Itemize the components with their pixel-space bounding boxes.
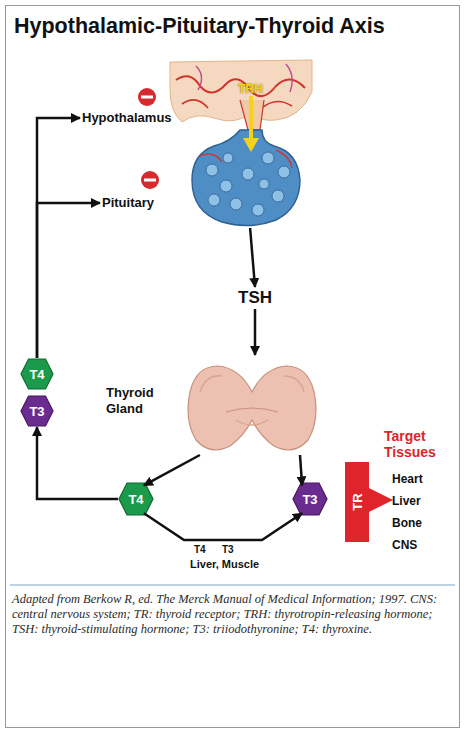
hormone-hexagon: T3: [292, 482, 328, 516]
inhibition-symbol: [138, 88, 156, 106]
node-text: TR: [350, 493, 365, 510]
connector-arrow: [37, 427, 118, 499]
structure-label: Hypothalamus: [80, 55, 315, 132]
pituitary-illustration: [192, 130, 300, 226]
caption-text: Adapted from Berkow R, ed. The Merck Man…: [12, 592, 454, 637]
hypothalamus-illustration: [170, 60, 312, 130]
diagram-title: Hypothalamic-Pituitary-Thyroid Axis: [14, 14, 454, 39]
target-heading: Target Tissues: [384, 428, 460, 460]
conversion-label: T3: [222, 544, 234, 555]
node-text: T3: [20, 395, 54, 427]
connector-arrow: [250, 228, 255, 287]
node-text: TSH: [232, 287, 278, 309]
structure-label: Pituitary: [100, 138, 305, 228]
connector-arrow: [37, 203, 100, 358]
connector-arrow: [144, 513, 302, 540]
hexagon-outline: [119, 483, 153, 515]
node-text: T4: [20, 358, 54, 390]
node-text: Thyroid Gland: [106, 385, 170, 417]
tissue-label: Liver: [392, 494, 421, 508]
edge-label: Liver, Muscle: [190, 558, 259, 570]
node-text: T4: [118, 482, 154, 516]
gland-label: Thyroid Gland: [100, 355, 325, 455]
hormone-hexagon: T4: [20, 358, 54, 390]
connector-arrow: [144, 455, 200, 485]
connector-arrow: [254, 309, 257, 355]
connector-arrow: [300, 455, 302, 485]
connector-arrow: [37, 118, 80, 358]
node-text: Hypothalamus: [82, 110, 172, 125]
receptor-bar: TR: [345, 462, 369, 542]
tissue-label: Bone: [392, 516, 422, 530]
hexagon-outline: [21, 396, 53, 426]
hormone-hexagon: T3: [20, 395, 54, 427]
tissue-label: CNS: [392, 538, 417, 552]
hormone-label: TRH: [238, 82, 263, 96]
receptor-arrow: [369, 488, 393, 512]
hexagon-outline: [293, 483, 327, 515]
thyroid-illustration: [188, 366, 316, 450]
trh-arrow: [243, 96, 259, 152]
node-text: T3: [292, 482, 328, 516]
hexagon-outline: [21, 359, 53, 389]
frame: [6, 6, 460, 728]
inhibition-symbol: [141, 171, 159, 189]
conversion-label: T4: [194, 544, 206, 555]
hormone-label: TSH: [232, 287, 278, 309]
node-text: Pituitary: [102, 195, 154, 210]
tissue-label: Heart: [392, 472, 423, 486]
caption-rule: [10, 585, 455, 586]
hormone-hexagon: T4: [118, 482, 154, 516]
